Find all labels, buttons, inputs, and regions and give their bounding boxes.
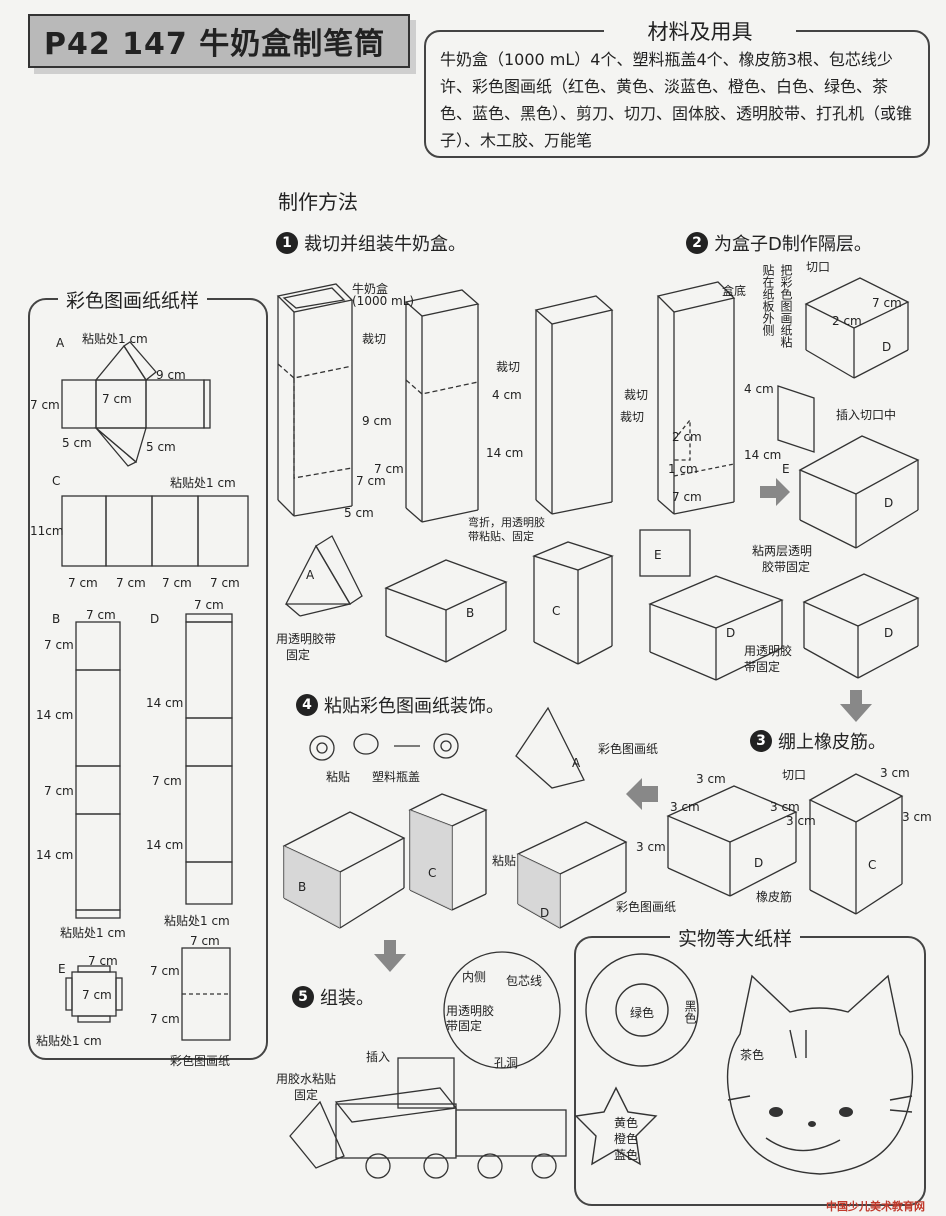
ring-inner: [615, 983, 669, 1037]
step1-cartons: [276, 277, 920, 1179]
carton-3: [534, 295, 614, 515]
detail-circle: [443, 951, 561, 1069]
label-brown: 茶色: [740, 1048, 765, 1062]
step-5-heading: 5 组装。: [292, 984, 374, 1010]
flow-arrows: [374, 478, 872, 972]
star-shape: [574, 1086, 658, 1166]
method-title: 制作方法: [278, 190, 358, 214]
page-title: P42 147 牛奶盒制笔筒: [28, 14, 410, 68]
label-yellow: 黄色: [614, 1116, 639, 1130]
piece-e-card: [777, 385, 815, 453]
step-number: 5: [292, 986, 314, 1008]
truck-back: [455, 1109, 567, 1157]
label-black: 黑色: [683, 1000, 697, 1024]
piece-e: [639, 529, 691, 577]
materials-box: 牛奶盒（1000 mL）4个、塑料瓶盖4个、橡皮筋3根、包芯线少许、彩色图画纸（…: [424, 30, 930, 158]
carton-1: [276, 283, 354, 517]
materials-text: 牛奶盒（1000 mL）4个、塑料瓶盖4个、橡皮筋3根、包芯线少许、彩色图画纸（…: [440, 50, 913, 150]
fullsize-title: 实物等大纸样: [670, 924, 801, 951]
step-2-heading: 2 为盒子D制作隔层。: [686, 230, 872, 256]
ring-outer: [585, 953, 699, 1067]
carton-4: [656, 281, 736, 515]
cat-smile: [765, 1137, 841, 1152]
paper-template-title: 彩色图画纸纸样: [58, 286, 208, 313]
step-number: 1: [276, 232, 298, 254]
step-number: 3: [750, 730, 772, 752]
step-number: 4: [296, 694, 318, 716]
label-green: 绿色: [630, 1006, 655, 1020]
cap-ring-2: [433, 733, 459, 759]
label-blue: 蓝色: [614, 1148, 639, 1162]
step-1-heading: 1 裁切并组装牛奶盒。: [276, 230, 466, 256]
truck-ramp: [289, 1100, 345, 1169]
carton-2: [404, 289, 480, 523]
cap: [353, 733, 379, 755]
cat-face-shape: [726, 974, 914, 1175]
step-4-heading: 4 粘贴彩色图画纸装饰。: [296, 692, 504, 718]
striped-triangle-a: [515, 706, 585, 789]
materials-title: 材料及用具: [604, 16, 796, 46]
step-number: 2: [686, 232, 708, 254]
step-3-heading: 3 绷上橡皮筋。: [750, 728, 886, 754]
label-orange: 橙色: [614, 1132, 639, 1146]
watermark: 中国少儿美术教育网: [826, 1200, 925, 1213]
cap-ring-1: [309, 735, 335, 761]
